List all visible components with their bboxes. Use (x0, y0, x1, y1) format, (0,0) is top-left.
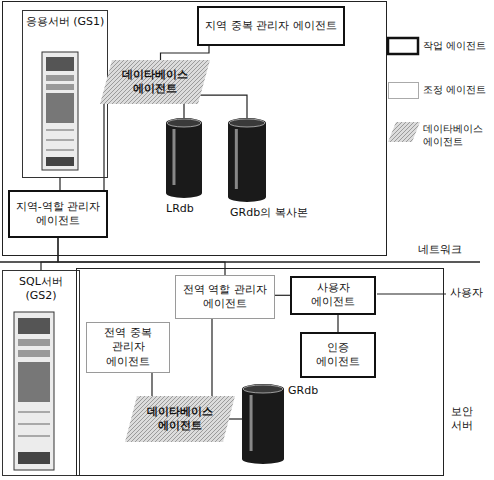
node-label: 지역 중복 관리자 에이전트 (205, 19, 337, 33)
server-box: 응용서버 (GS1) (22, 10, 108, 178)
legend-text: 작업 에이전트 (423, 40, 486, 51)
database-agent: 데이타베이스 에이전트 (125, 396, 235, 442)
connector-line (58, 238, 225, 275)
cylinder-shape (228, 118, 266, 202)
hatched-parallelogram (125, 396, 235, 442)
cylinder-shape (242, 384, 284, 464)
connector-line (151, 373, 152, 396)
work-agent-box: 사용자 에이전트 (290, 276, 376, 315)
node-label: 데이타베이스 에이전트 (116, 68, 194, 97)
legend-work-sample (388, 38, 418, 54)
server-illustration (14, 312, 54, 470)
node-label: 데이타베이스 에이전트 (141, 405, 219, 434)
work-agent-box: 지역-역할 관리자 에이전트 (8, 190, 108, 238)
network-label: 네트워크 (418, 243, 462, 257)
cylinder-highlight (235, 129, 238, 189)
database-cylinder: GRdb의 복사본 (228, 118, 266, 202)
cylinder-top (167, 119, 201, 127)
node-caption: GRdb (288, 384, 318, 398)
legend-entry: 작업 에이전트 (423, 39, 491, 52)
cylinder-shape (166, 118, 202, 198)
coordination-agent-box: 전역 중복 관리자 에이전트 (86, 322, 170, 373)
connector-line (183, 104, 184, 118)
connector-line (275, 295, 290, 296)
node-caption: GRdb의 복사본 (230, 206, 308, 220)
node-label: 인증 에이전트 (307, 341, 369, 370)
work-agent-box: 지역 중복 관리자 에이전트 (197, 6, 345, 46)
connector-line (59, 178, 60, 190)
node-caption: LRdb (166, 202, 194, 216)
connector-line (211, 319, 212, 396)
cylinder-highlight (250, 395, 253, 451)
database-cylinder: LRdb (166, 118, 202, 198)
legend-database-sample (388, 122, 420, 142)
legend-entry: 조정 에이전트 (423, 83, 491, 96)
node-label: 전역 중복 관리자 에이전트 (92, 326, 164, 369)
connector-line (200, 95, 247, 118)
legend-text: 데이타베이스 에이전트 (423, 123, 483, 147)
security-server-panel: 보안 서버전역 역할 관리자 에이전트사용자 에이전트전역 중복 관리자 에이전… (76, 268, 444, 476)
user-leader-line (377, 293, 446, 294)
connector-line (41, 238, 58, 270)
node-caption: 보안 서버 (451, 405, 481, 434)
node-label: 지역-역할 관리자 에이전트 (15, 200, 101, 229)
server-box: SQL서버 (GS2) (2, 270, 80, 476)
cylinder-top (229, 119, 265, 127)
cylinder-top (243, 385, 283, 393)
node-label: 응용서버 (GS1) (26, 15, 105, 29)
connector-line (337, 315, 338, 332)
hatched-parallelogram (100, 60, 210, 104)
user-label: 사용자 (450, 286, 483, 300)
host-panel (3, 2, 387, 256)
work-agent-box: 인증 에이전트 (300, 332, 376, 378)
cylinder-body (242, 384, 284, 464)
cylinder-highlight (172, 129, 175, 185)
legend-entry: 데이타베이스 에이전트 (423, 122, 491, 148)
node-label: SQL서버 (GS2) (3, 275, 79, 304)
database-cylinder: GRdb (242, 384, 284, 464)
database-agent: 데이타베이스 에이전트 (100, 60, 210, 104)
coordination-agent-box: 전역 역할 관리자 에이전트 (175, 275, 275, 319)
cylinder-body (228, 118, 266, 202)
server-illustration (42, 52, 78, 170)
cylinder-body (166, 118, 202, 198)
legend-text: 조정 에이전트 (423, 84, 486, 95)
node-label: 사용자 에이전트 (297, 281, 369, 310)
connector-line (229, 418, 242, 419)
legend-coordination-sample (389, 83, 419, 99)
node-label: 전역 역할 관리자 에이전트 (181, 283, 269, 312)
connector-line (161, 46, 210, 60)
